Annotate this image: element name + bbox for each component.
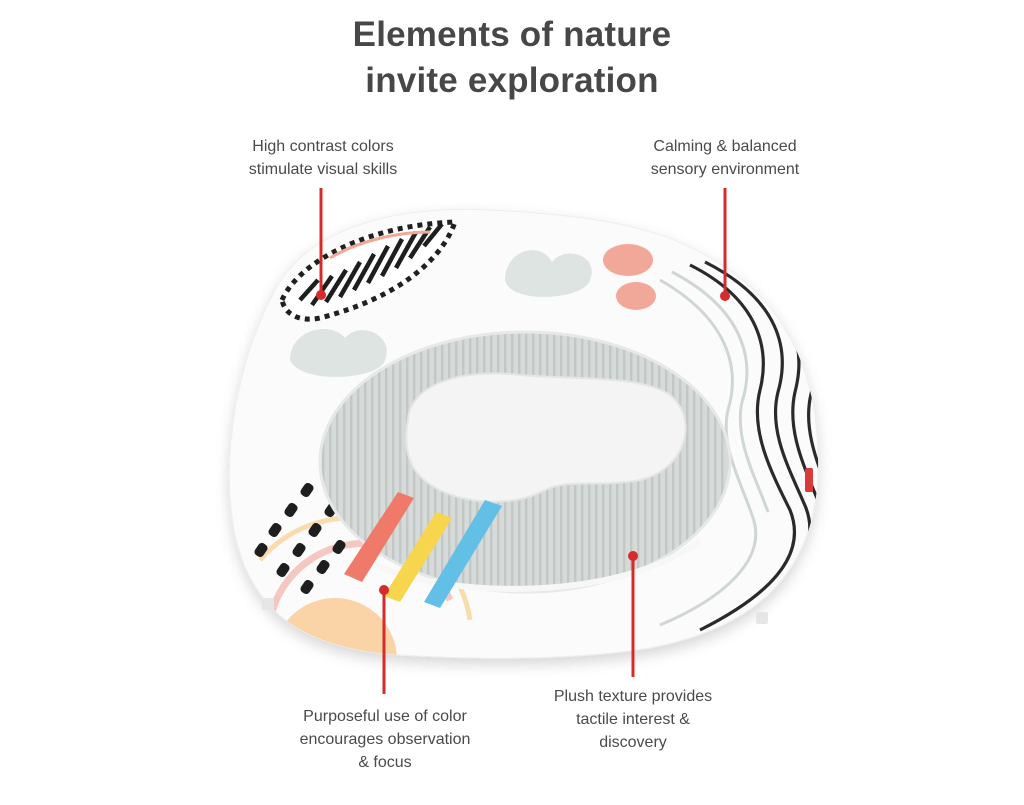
black-dots-pattern <box>254 482 346 595</box>
callout-text: stimulate visual skills <box>248 161 398 178</box>
cloud-shape <box>290 329 387 377</box>
callout-text: Purposeful use of color <box>303 708 467 725</box>
peach-sun-shape <box>273 598 397 659</box>
callout-text: discovery <box>599 734 667 751</box>
side-tag <box>805 468 813 492</box>
callout-text: tactile interest & <box>576 711 690 728</box>
callout-text: Calming & balanced <box>653 138 797 155</box>
title-line-1: Elements of nature <box>352 15 672 54</box>
color-ribbons <box>344 492 502 608</box>
callout-text: & focus <box>358 754 412 771</box>
head-pillow <box>405 372 687 503</box>
title-line-2: invite exploration <box>365 61 659 100</box>
callout-lines <box>316 188 730 694</box>
callout-text: encourages observation <box>299 731 471 748</box>
play-mat <box>229 208 819 659</box>
callout-calming: Calming & balanced sensory environment <box>625 135 825 181</box>
callout-texture: Plush texture provides tactile interest … <box>533 685 733 754</box>
callout-color: Purposeful use of color encourages obser… <box>275 705 495 774</box>
page-title: Elements of nature invite exploration <box>0 12 1024 104</box>
callout-text: High contrast colors <box>252 138 394 155</box>
callout-text: Plush texture provides <box>553 688 713 705</box>
callout-high-contrast: High contrast colors stimulate visual sk… <box>223 135 423 181</box>
callout-text: sensory environment <box>650 161 800 178</box>
